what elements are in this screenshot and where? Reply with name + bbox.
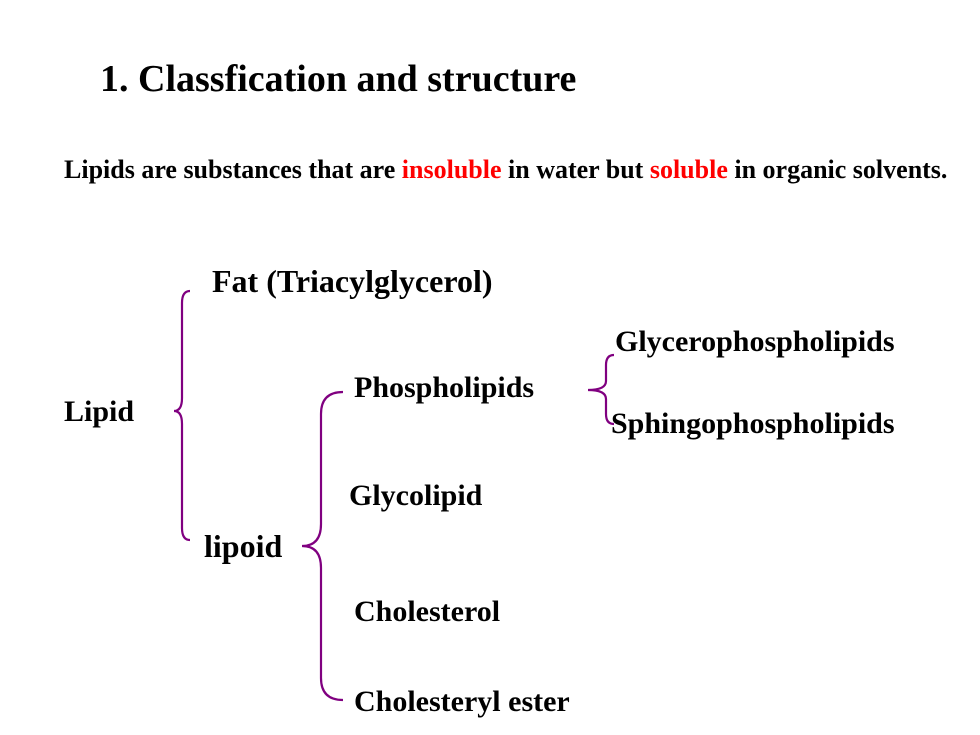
node-glycolipid: Glycolipid: [349, 479, 483, 512]
intro-text-3: in organic solvents.: [727, 155, 948, 184]
brace-lipoid: [301, 390, 344, 702]
node-sphingophospholipids: Sphingophospholipids: [611, 407, 895, 440]
node-phospholipids: Phospholipids: [354, 371, 535, 404]
node-cholesterol: Cholesterol: [354, 595, 501, 628]
intro-paragraph: Lipids are substances that are insoluble…: [64, 150, 964, 190]
node-lipoid: lipoid: [204, 528, 283, 564]
brace-lipid: [173, 289, 191, 542]
node-lipid: Lipid: [64, 395, 135, 428]
highlight-soluble: soluble: [649, 155, 728, 184]
node-cholesteryl-ester: Cholesteryl ester: [354, 685, 570, 718]
intro-text-2: in water but: [501, 155, 650, 184]
page-title: 1. Classfication and structure: [100, 58, 577, 100]
intro-text-1: Lipids are substances that are: [64, 155, 402, 184]
brace-phospholipids: [587, 353, 615, 426]
node-fat: Fat (Triacylglycerol): [212, 263, 493, 299]
node-glycerophospholipids: Glycerophospholipids: [615, 325, 895, 358]
highlight-insoluble: insoluble: [401, 155, 502, 184]
